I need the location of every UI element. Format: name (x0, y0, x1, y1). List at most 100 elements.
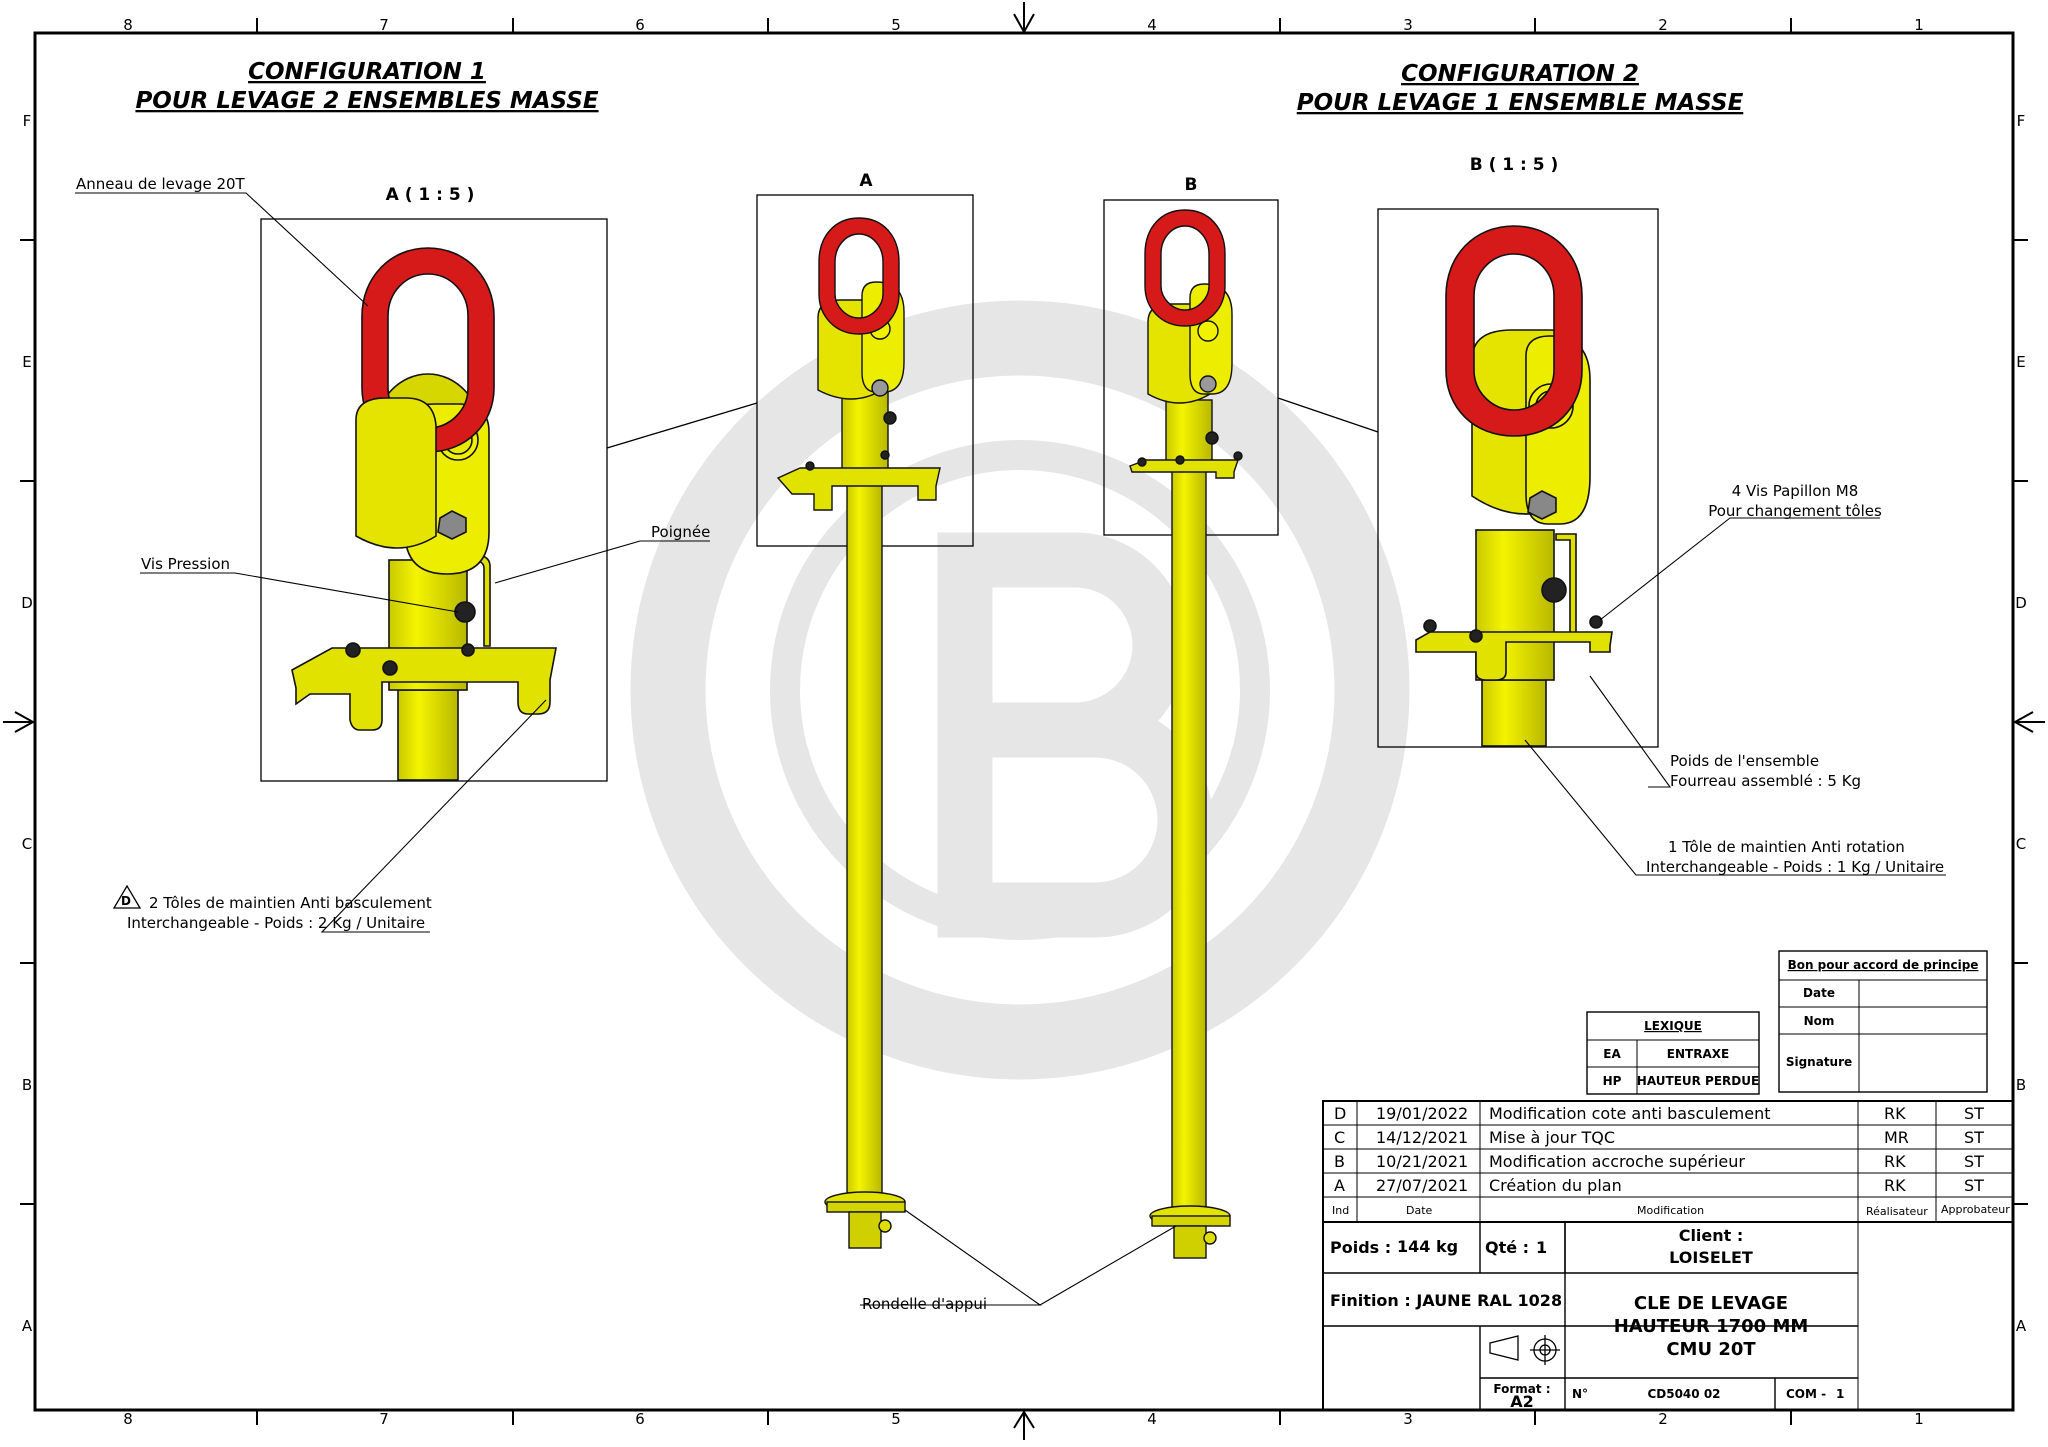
row-label: A (2016, 1317, 2027, 1335)
callout-anneau: Anneau de levage 20T (76, 175, 246, 193)
config2-title: CONFIGURATION 2 (1401, 61, 1639, 87)
lexique-abbr: EA (1603, 1047, 1621, 1061)
col-label: 6 (635, 16, 645, 34)
approval-title: Bon pour accord de principe (1788, 958, 1979, 972)
rev-modif: Mise à jour TQC (1489, 1128, 1615, 1147)
callout-tole-line1: 1 Tôle de maintien Anti rotation (1668, 838, 1905, 856)
rev-real: RK (1884, 1152, 1906, 1171)
rev-modif: Modification cote anti basculement (1489, 1104, 1771, 1123)
callout-rondelle: Rondelle d'appui (862, 1295, 987, 1313)
view-a-label: A (859, 171, 873, 191)
designation-line3: CMU 20T (1666, 1339, 1756, 1360)
callout-toles-line2: Interchangeable - Poids : 2 Kg / Unitair… (127, 914, 425, 932)
row-label: A (22, 1317, 33, 1335)
detail-a-label: A ( 1 : 5 ) (386, 185, 475, 205)
col-label: 5 (891, 16, 901, 34)
rev-appr: ST (1964, 1104, 1984, 1123)
col-label: 5 (891, 1410, 901, 1428)
rev-modif: Création du plan (1489, 1176, 1622, 1195)
detail-b-label: B ( 1 : 5 ) (1470, 155, 1559, 175)
rev-date: 10/21/2021 (1376, 1152, 1468, 1171)
row-label: C (2016, 835, 2026, 853)
rev-header-appr: Approbateur (1941, 1203, 2010, 1216)
no-value: CD5040 02 (1647, 1387, 1720, 1401)
col-label: 2 (1658, 16, 1668, 34)
row-label: D (21, 594, 33, 612)
row-label: B (2016, 1076, 2026, 1094)
full-view-b-key (1129, 209, 1243, 1259)
rev-date: 14/12/2021 (1376, 1128, 1468, 1147)
rev-ind: B (1334, 1152, 1345, 1171)
designation-line2: HAUTEUR 1700 MM (1614, 1316, 1809, 1337)
col-label: 4 (1147, 16, 1157, 34)
row-label: B (22, 1076, 32, 1094)
detail-b-assembly (1415, 225, 1613, 747)
grid-ticks (3, 2, 2045, 1440)
client-label: Client : (1679, 1226, 1744, 1245)
rev-date: 19/01/2022 (1376, 1104, 1468, 1123)
config1-title: CONFIGURATION 1 (248, 59, 486, 85)
callout-poignee: Poignée (651, 523, 710, 541)
poids-label: Poids : (1330, 1238, 1391, 1257)
lexique-meaning: HAUTEUR PERDUE (1637, 1074, 1759, 1088)
callout-papillon-line2: Pour changement tôles (1708, 502, 1882, 520)
rev-header-date: Date (1406, 1204, 1433, 1217)
col-label: 2 (1658, 1410, 1668, 1428)
format-label: Format : (1493, 1382, 1550, 1396)
lexique-meaning: ENTRAXE (1667, 1047, 1729, 1061)
config1-subtitle: POUR LEVAGE 2 ENSEMBLES MASSE (135, 88, 598, 114)
client-value: LOISELET (1669, 1248, 1753, 1267)
rev-header-real: Réalisateur (1866, 1205, 1928, 1218)
col-label: 3 (1403, 1410, 1413, 1428)
no-label: N° (1572, 1387, 1588, 1401)
format-value: A2 (1510, 1392, 1534, 1411)
rev-date: 27/07/2021 (1376, 1176, 1468, 1195)
revision-header: Ind Date Modification Réalisateur Approb… (1332, 1203, 2010, 1218)
rev-real: MR (1884, 1128, 1909, 1147)
row-label: F (23, 112, 32, 130)
rev-header-modif: Modification (1637, 1204, 1704, 1217)
company-watermark (630, 300, 1410, 1080)
col-label: 7 (379, 1410, 389, 1428)
callout-vis-pression: Vis Pression (141, 555, 230, 573)
rev-real: RK (1884, 1104, 1906, 1123)
full-view-a-key (776, 217, 941, 1249)
poids-value: 144 kg (1397, 1237, 1458, 1256)
com-label: COM - (1786, 1387, 1826, 1401)
callout-toles-line1: 2 Tôles de maintien Anti basculement (149, 894, 432, 912)
col-label: 1 (1914, 16, 1924, 34)
title-block-lines (1322, 950, 2014, 1411)
rev-real: RK (1884, 1176, 1906, 1195)
col-label: 8 (123, 16, 133, 34)
finition: Finition : JAUNE RAL 1028 (1330, 1291, 1562, 1310)
config2-subtitle: POUR LEVAGE 1 ENSEMBLE MASSE (1297, 90, 1744, 116)
rev-ind: A (1334, 1176, 1345, 1195)
row-label: C (22, 835, 32, 853)
revision-table: D 19/01/2022 Modification cote anti basc… (1334, 1104, 1984, 1195)
lexique-title: LEXIQUE (1644, 1019, 1702, 1033)
rev-header-ind: Ind (1332, 1204, 1349, 1217)
qte-value: 1 (1536, 1238, 1547, 1257)
col-label: 3 (1403, 16, 1413, 34)
designation-line1: CLE DE LEVAGE (1634, 1293, 1788, 1314)
rev-appr: ST (1964, 1176, 1984, 1195)
col-label: 7 (379, 16, 389, 34)
rev-appr: ST (1964, 1152, 1984, 1171)
approval-date-label: Date (1803, 986, 1835, 1000)
approval-nom-label: Nom (1804, 1014, 1835, 1028)
row-label: E (2016, 353, 2025, 371)
rev-ind: D (1334, 1104, 1346, 1123)
view-b-label: B (1185, 175, 1198, 195)
rev-modif: Modification accroche supérieur (1489, 1152, 1745, 1171)
row-label: E (22, 353, 31, 371)
leader-lines (75, 192, 1946, 1306)
view-frames (260, 194, 1659, 782)
grid-labels: 8 7 6 5 4 3 2 1 8 7 6 5 4 3 2 1 F E D C … (21, 16, 2027, 1428)
qte-label: Qté : (1485, 1238, 1529, 1257)
callout-poids-line1: Poids de l'ensemble (1670, 752, 1819, 770)
callout-tole-line2: Interchangeable - Poids : 1 Kg / Unitair… (1646, 858, 1944, 876)
com-value: 1 (1836, 1387, 1844, 1401)
callout-papillon-line1: 4 Vis Papillon M8 (1732, 482, 1859, 500)
rev-ind: C (1334, 1128, 1345, 1147)
